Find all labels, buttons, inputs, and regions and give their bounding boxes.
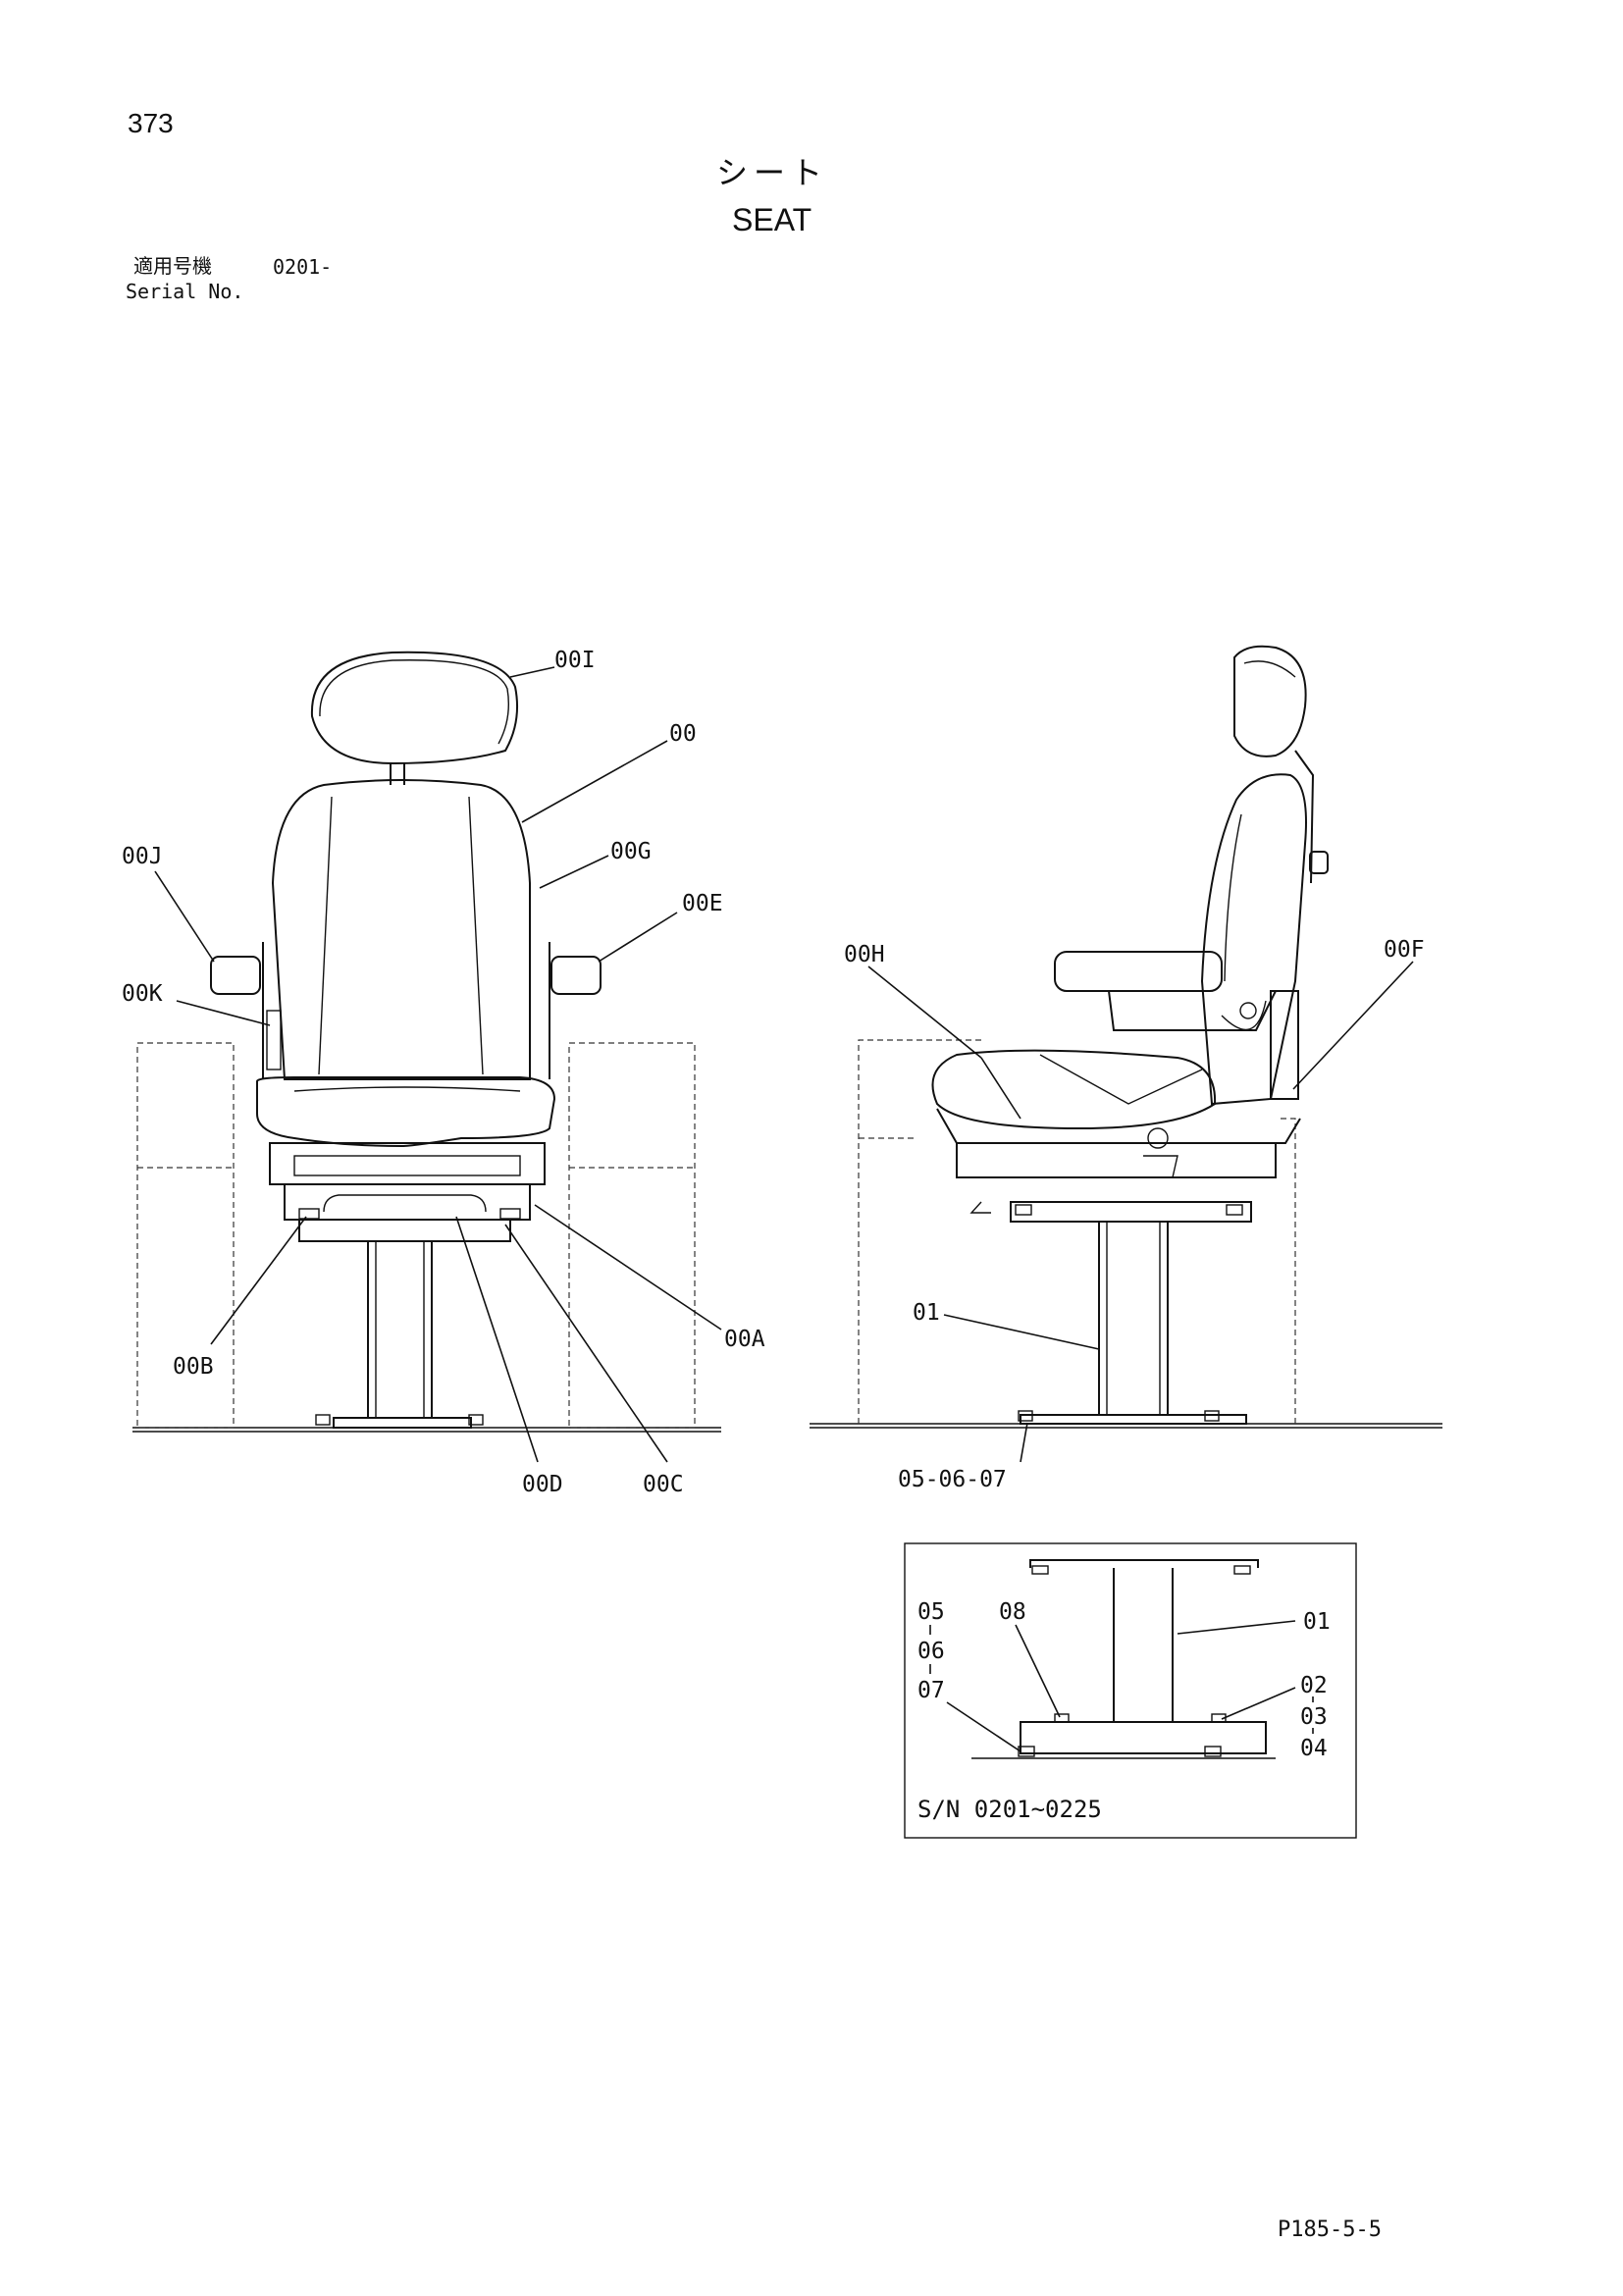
callout-05-06-07: 05-06-07 [898,1467,1007,1492]
callout-00K: 00K [122,981,163,1007]
callout-01: 01 [913,1300,940,1326]
callout-00H: 00H [844,942,885,967]
page-title-jp: シート [716,155,829,190]
inset-label-02: 02 [1300,1673,1328,1698]
side-pedestal-foot [1020,1414,1247,1425]
side-recline-plate [1270,990,1299,1100]
inset-serial-range: S/N 0201~0225 [917,1796,1102,1823]
side-console-outline [858,1039,981,1424]
callout-00I: 00I [554,648,596,673]
serial-label-en: Serial No. [126,280,244,303]
side-base-plate [1010,1201,1252,1223]
callout-00: 00 [669,721,697,747]
inset-label-07: 07 [917,1678,945,1703]
callout-00A: 00A [724,1327,765,1352]
front-view-seat [132,651,721,1433]
front-pedestal-foot [333,1417,472,1429]
page-title-en: SEAT [732,202,812,237]
inset-top-plate [1029,1559,1259,1568]
callout-00B: 00B [173,1354,214,1380]
callout-00E: 00E [682,891,723,916]
front-suspension-frame [269,1142,546,1185]
inset-label-01: 01 [1303,1609,1331,1635]
side-recline-knob [1309,851,1329,874]
side-armrest [1054,951,1223,992]
serial-label-jp: 適用号機 [133,256,212,278]
inset-label-04: 04 [1300,1736,1328,1761]
serial-value: 0201- [273,255,333,279]
front-left-armrest [210,956,261,995]
inset-label-08: 08 [999,1599,1026,1625]
inset-label-03: 03 [1300,1704,1328,1730]
front-base-plate [298,1219,511,1242]
side-seat-cushion [931,1049,1217,1130]
doc-code: P185-5-5 [1278,2218,1382,2242]
inset-detail: 05 06 07 08 01 02 03 04 S/N 0201~0225 [904,1542,1357,1839]
front-view-callouts: 00I 00 00G 00J 00E 00K 00B 00A 00D 00C [122,648,765,1497]
front-backrest [271,779,531,1080]
side-view-callouts: 00H 00F 01 05-06-07 [844,937,1425,1492]
front-seat-cushion [256,1076,556,1148]
front-slide-rail [284,1183,531,1221]
callout-00F: 00F [1384,937,1425,963]
side-view-seat [810,645,1442,1429]
side-headrest [1233,645,1307,757]
side-backrest [1200,773,1307,1106]
side-suspension [936,1108,1301,1144]
callout-00G: 00G [610,839,652,864]
inset-frame [904,1542,1357,1839]
callout-00D: 00D [522,1472,563,1497]
page-number: 373 [128,108,174,138]
callout-00J: 00J [122,844,163,869]
front-left-console-outline [136,1042,235,1429]
callout-00C: 00C [643,1472,684,1497]
front-adjust-lever [266,1010,282,1070]
inset-base [1020,1721,1267,1754]
front-right-console-outline [568,1042,696,1429]
front-right-armrest [550,956,602,995]
inset-label-05: 05 [917,1599,945,1625]
inset-label-06: 06 [917,1639,945,1664]
front-headrest [310,651,518,765]
